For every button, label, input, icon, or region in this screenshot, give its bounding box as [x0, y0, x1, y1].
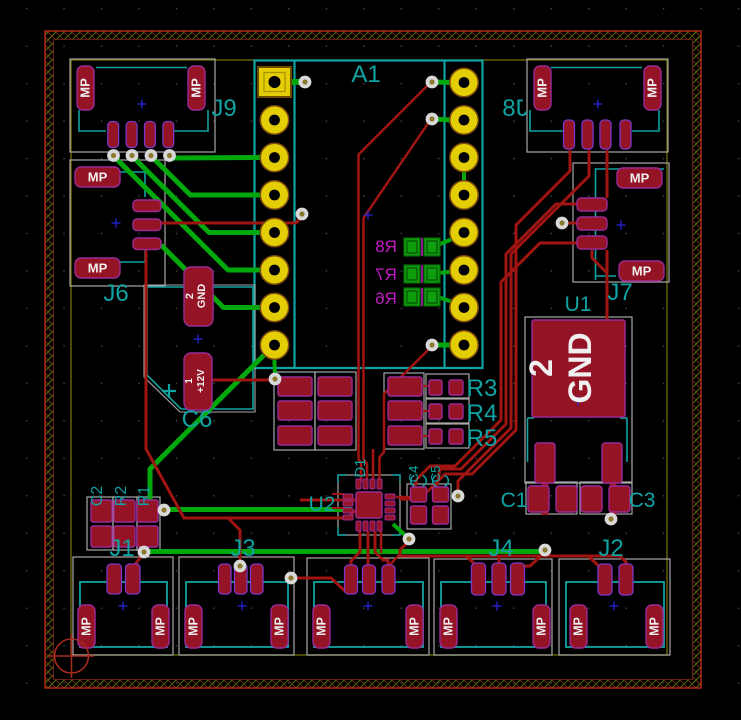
svg-text:MP: MP [632, 264, 652, 279]
svg-text:1: 1 [184, 378, 195, 384]
svg-text:A1: A1 [351, 61, 380, 88]
svg-text:J4: J4 [488, 535, 513, 562]
svg-text:C6: C6 [182, 406, 213, 433]
svg-text:MP: MP [88, 170, 108, 185]
svg-text:+12V: +12V [196, 369, 207, 393]
svg-text:J6: J6 [103, 280, 128, 307]
svg-text:MP: MP [572, 617, 586, 636]
svg-text:MP: MP [154, 617, 168, 636]
svg-text:MP: MP [630, 171, 650, 186]
svg-text:R3: R3 [467, 375, 498, 402]
svg-text:C2: C2 [89, 486, 106, 507]
svg-text:MP: MP [408, 617, 422, 636]
svg-text:R1: R1 [136, 486, 153, 507]
svg-text:R7: R7 [375, 265, 397, 284]
svg-text:MP: MP [648, 617, 662, 636]
svg-text:U1: U1 [565, 293, 592, 316]
svg-text:C4: C4 [406, 466, 421, 483]
svg-text:GND: GND [562, 332, 598, 403]
svg-text:MP: MP [645, 78, 660, 98]
svg-text:MP: MP [315, 617, 329, 636]
svg-text:MP: MP [88, 261, 108, 276]
svg-text:R8: R8 [375, 237, 397, 256]
svg-text:MP: MP [187, 617, 201, 636]
svg-text:2: 2 [184, 293, 196, 299]
svg-text:MP: MP [535, 617, 549, 636]
svg-text:R2: R2 [113, 486, 130, 507]
svg-text:GND: GND [196, 284, 208, 309]
svg-text:R5: R5 [467, 425, 498, 452]
svg-text:U2: U2 [309, 493, 336, 516]
svg-text:2: 2 [523, 359, 559, 377]
svg-text:D1: D1 [352, 458, 369, 477]
svg-text:MP: MP [80, 617, 94, 636]
svg-text:J8: J8 [502, 95, 527, 122]
svg-text:C5: C5 [428, 466, 443, 483]
svg-text:J3: J3 [230, 535, 255, 562]
svg-text:J1: J1 [109, 535, 134, 562]
svg-text:J2: J2 [598, 535, 623, 562]
svg-text:J7: J7 [607, 279, 632, 306]
svg-text:C3: C3 [629, 489, 656, 512]
svg-text:MP: MP [535, 78, 550, 98]
svg-text:C1: C1 [501, 489, 528, 512]
svg-text:MP: MP [442, 617, 456, 636]
svg-text:J9: J9 [211, 95, 236, 122]
svg-text:MP: MP [189, 78, 204, 98]
svg-text:MP: MP [78, 78, 93, 98]
svg-text:R6: R6 [375, 289, 397, 308]
svg-text:R4: R4 [467, 400, 498, 427]
svg-text:MP: MP [273, 617, 287, 636]
